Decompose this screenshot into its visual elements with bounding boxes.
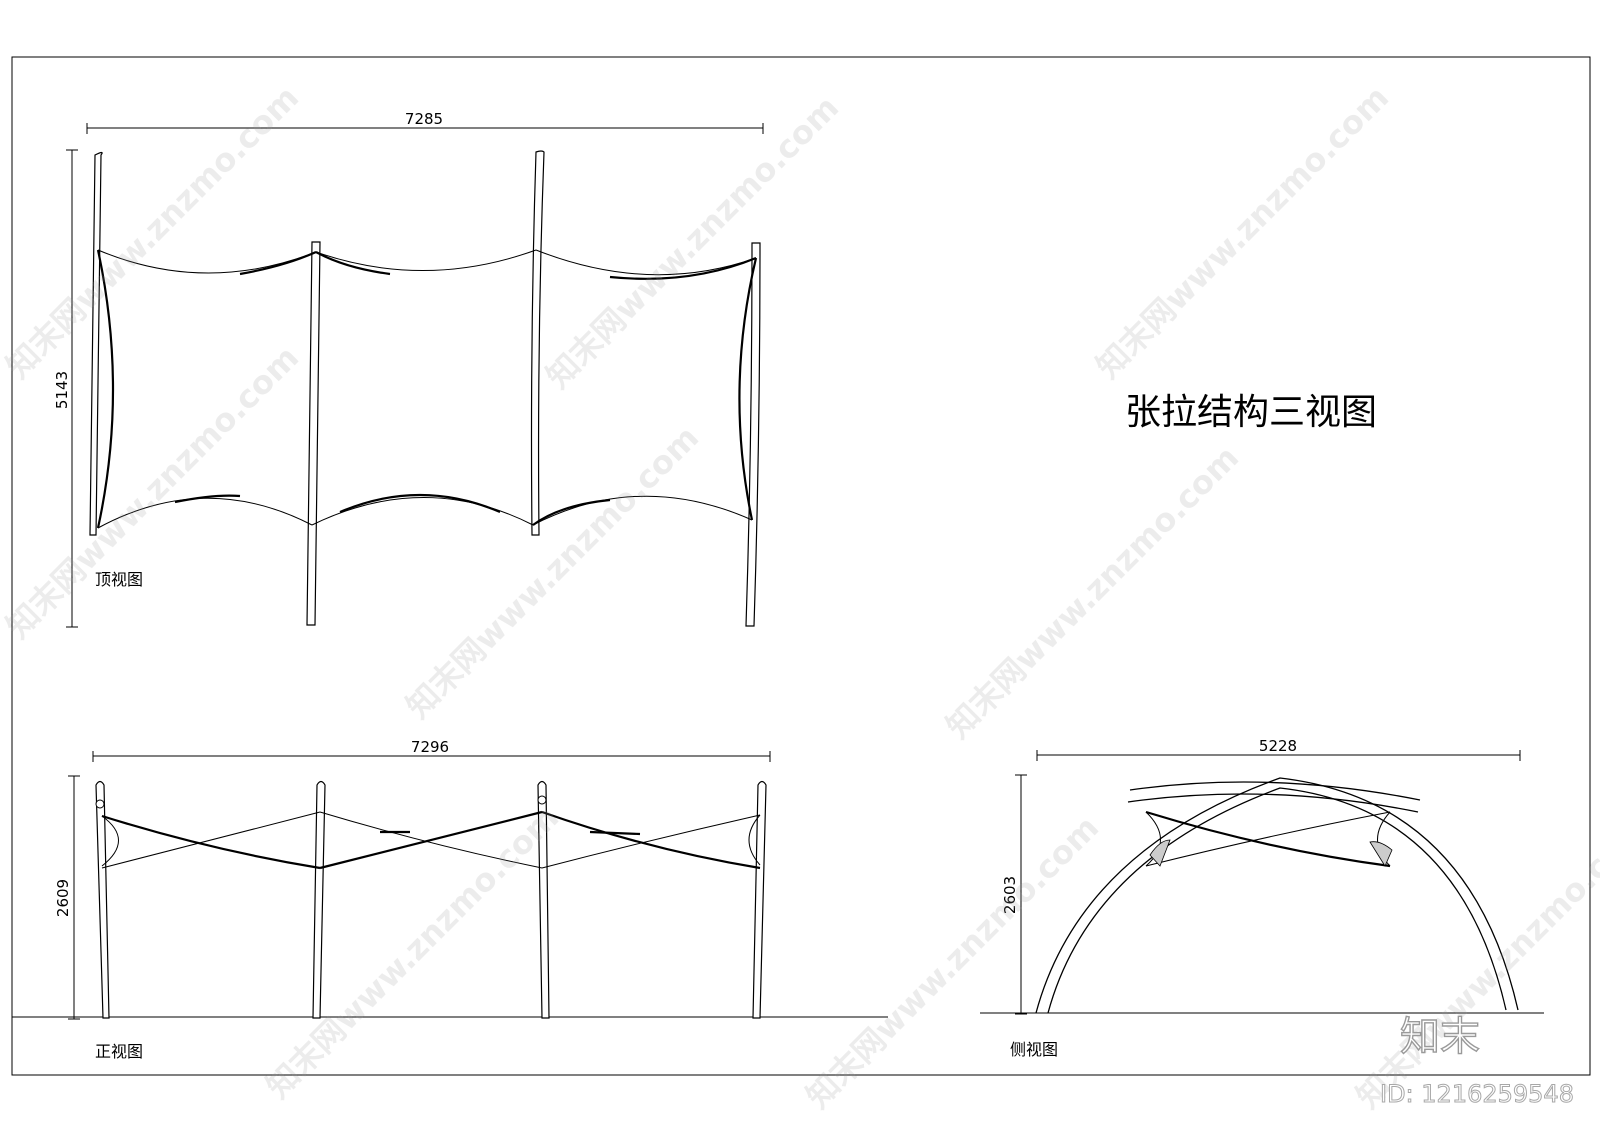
top-view-width-value: 7285 <box>405 110 443 128</box>
side-view-width-dimension: 5228 <box>1036 737 1521 761</box>
top-view: 7285 5143 顶视图 <box>53 110 764 628</box>
watermark-text-6: 知末网www.znzmo.com <box>939 438 1246 745</box>
front-view-width-value: 7296 <box>411 738 449 756</box>
top-view-height-dimension: 5143 <box>53 149 78 628</box>
watermark-text-4: 知末网www.znzmo.com <box>0 338 306 645</box>
side-view-height-value: 2603 <box>1001 876 1019 914</box>
front-pole-1 <box>95 780 110 1019</box>
watermark-text-2: 知末网www.znzmo.com <box>539 88 846 395</box>
top-pole-1 <box>89 151 103 536</box>
front-view: 7296 2609 正视图 <box>12 738 888 1061</box>
top-view-width-dimension: 7285 <box>86 110 764 134</box>
side-view-width-value: 5228 <box>1259 737 1297 755</box>
front-pole-2 <box>312 780 326 1019</box>
watermark-text-8: 知末网www.znzmo.com <box>799 808 1106 1115</box>
id-watermark: ID: 1216259548 <box>1380 1080 1574 1108</box>
top-pole-4 <box>745 242 761 627</box>
side-view: 5228 2603 侧视图 <box>980 737 1544 1059</box>
top-pole-3 <box>530 150 545 536</box>
front-pole-3 <box>537 780 550 1019</box>
side-view-label: 侧视图 <box>1010 1040 1058 1059</box>
watermark-layer: 知末网www.znzmo.com 知末网www.znzmo.com 知末网www… <box>0 78 1600 1115</box>
sheet-border <box>11 56 1591 1076</box>
watermark-text-5: 知末网www.znzmo.com <box>399 418 706 725</box>
watermark-text-1: 知末网www.znzmo.com <box>0 78 306 385</box>
top-view-label: 顶视图 <box>95 570 143 589</box>
side-view-height-dimension: 2603 <box>1001 774 1027 1015</box>
brand-watermark: 知末 <box>1400 1014 1480 1060</box>
top-pole-2 <box>306 241 321 626</box>
front-view-height-value: 2609 <box>54 879 72 917</box>
front-pole-4 <box>752 780 767 1019</box>
watermark-text-3: 知末网www.znzmo.com <box>1089 78 1396 385</box>
top-view-height-value: 5143 <box>53 371 71 409</box>
drawing-title: 张拉结构三视图 <box>1125 392 1377 433</box>
front-view-label: 正视图 <box>95 1042 143 1061</box>
front-view-height-dimension: 2609 <box>54 775 80 1020</box>
front-view-width-dimension: 7296 <box>92 738 771 762</box>
